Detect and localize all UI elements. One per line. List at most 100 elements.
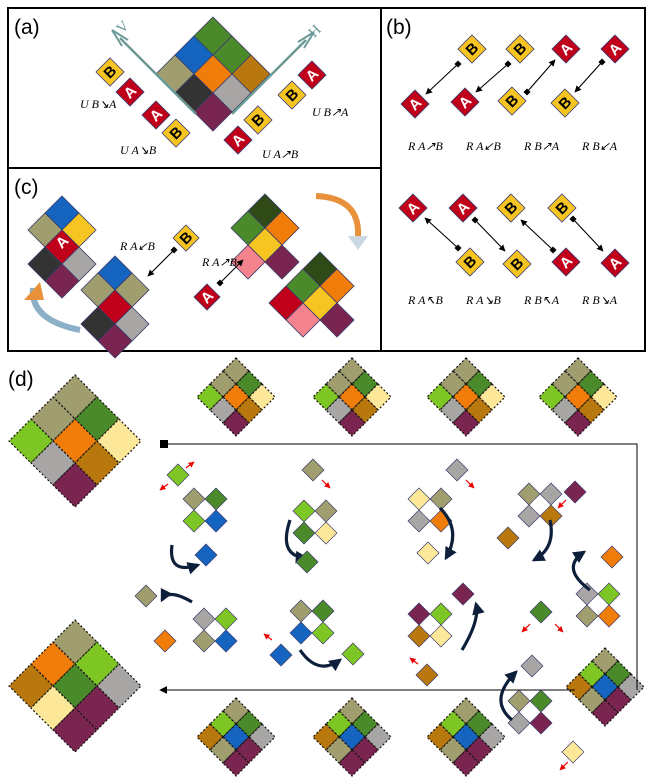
grid-cell <box>52 462 98 508</box>
swap-glow <box>421 501 439 519</box>
swap-glow <box>303 613 321 631</box>
tile-b-bottom-2: B <box>502 249 532 279</box>
grid-cell <box>230 244 266 280</box>
moving-tile <box>269 643 293 667</box>
tile-diamond <box>193 283 221 311</box>
tile-diamond <box>161 118 191 148</box>
direction-arrow <box>554 623 564 633</box>
link-b-6 <box>474 219 506 252</box>
h-axis-label: H <box>306 22 325 41</box>
swap-glow <box>531 496 549 514</box>
moving-tile <box>301 458 325 482</box>
panel-a-grid <box>155 16 271 132</box>
tile-c-a: A <box>193 283 221 311</box>
tile-b-bottom-1: B <box>547 193 577 223</box>
tile-diamond <box>243 105 273 135</box>
label-u-ba-se: U B↘A <box>80 97 117 111</box>
tile-diamond <box>547 193 577 223</box>
link-b-4 <box>574 61 603 93</box>
grid-cell <box>338 749 366 777</box>
panel-d-step-bottom-2 <box>426 697 506 777</box>
link-b-5 <box>424 217 459 249</box>
link-anchor <box>523 88 531 96</box>
link-b-2 <box>475 63 509 93</box>
label-b-bottom: R B↖A <box>523 293 560 307</box>
link-b-7 <box>520 219 554 251</box>
tile-a-ua2: A <box>141 100 171 130</box>
tile-b-b-top: B <box>497 86 527 116</box>
tile-a-b-top: A <box>450 87 480 117</box>
panel-c-grid-4 <box>268 251 355 338</box>
tile-diamond <box>400 89 430 119</box>
tile-diamond <box>172 224 200 252</box>
panel-d-step-bottom-3 <box>565 647 645 727</box>
moving-tile <box>415 663 439 687</box>
label-u-a-se-b: U A↘B <box>120 143 157 157</box>
swap-arc-arrow <box>571 550 591 592</box>
tile-b-b-top: B <box>457 34 487 64</box>
label-u-ba-ne: U B↗A <box>312 105 349 119</box>
tile-b-bottom-2: A <box>551 247 581 277</box>
tile-a-b-top: A <box>600 34 630 64</box>
panel-d-label: (d) <box>8 368 34 391</box>
swap-glow <box>306 513 324 531</box>
link-c-1 <box>147 249 175 277</box>
moving-tile <box>341 642 365 666</box>
tile-c-b: B <box>172 224 200 252</box>
direction-arrow <box>263 633 273 641</box>
tile-diamond <box>551 247 581 277</box>
moving-tile <box>134 584 158 608</box>
tile-diamond <box>505 34 535 64</box>
link-anchor <box>569 215 577 223</box>
moving-tile <box>600 545 624 569</box>
grid-cell <box>264 244 300 280</box>
direction-arrow <box>409 657 419 665</box>
tile-diamond <box>600 248 630 278</box>
direction-arrow <box>159 483 169 491</box>
tile-diamond <box>457 34 487 64</box>
panel-d-step-top-3 <box>538 357 618 437</box>
rotation-arrow-c2-head <box>348 236 368 250</box>
label-b-bottom: R A↖B <box>407 293 443 307</box>
moving-tile <box>445 458 469 482</box>
label-b-bottom: R B↘A <box>581 293 618 307</box>
swap-glow <box>589 596 607 614</box>
tile-diamond <box>551 34 581 64</box>
grid-cell <box>452 749 480 777</box>
grid-cell <box>319 302 355 338</box>
tile-diamond <box>496 193 526 223</box>
tile-diamond <box>600 34 630 64</box>
tile-b-b-top: B <box>550 88 580 118</box>
link-b-8 <box>572 218 604 252</box>
link-anchor <box>454 60 462 68</box>
direction-arrow <box>465 479 475 489</box>
panel-d-big-top-grid <box>8 374 142 508</box>
label-b-top: R A↗B <box>407 139 443 153</box>
rotation-arrow-c2 <box>315 193 362 237</box>
label-c-2: R A↗B <box>201 255 237 269</box>
link-c-2 <box>219 259 244 284</box>
grid-cell <box>222 409 250 437</box>
tile-b-ua1: B <box>95 57 125 87</box>
grid-cell <box>591 699 619 727</box>
tile-diamond <box>455 247 485 277</box>
tile-a-ua1: A <box>115 77 145 107</box>
direction-arrow <box>321 479 331 489</box>
tile-b-ua3: B <box>277 80 307 110</box>
link-anchor <box>598 58 606 66</box>
tile-diamond <box>115 77 145 107</box>
grid-cell <box>564 409 592 437</box>
tile-diamond <box>398 193 428 223</box>
label-c-1: R A↙B <box>119 239 155 253</box>
grid-cell <box>338 409 366 437</box>
label-u-ab-ne: U A↗B <box>262 147 299 161</box>
flow-start <box>160 440 168 448</box>
panel-d-step-top-0 <box>196 357 276 437</box>
panel-a-label: (a) <box>14 16 40 39</box>
panel-d-step-bottom-0 <box>196 697 276 777</box>
label-b-bottom: R A↘B <box>465 293 501 307</box>
tile-diamond <box>497 86 527 116</box>
direction-arrow <box>559 761 569 771</box>
v-axis-head <box>111 29 129 47</box>
